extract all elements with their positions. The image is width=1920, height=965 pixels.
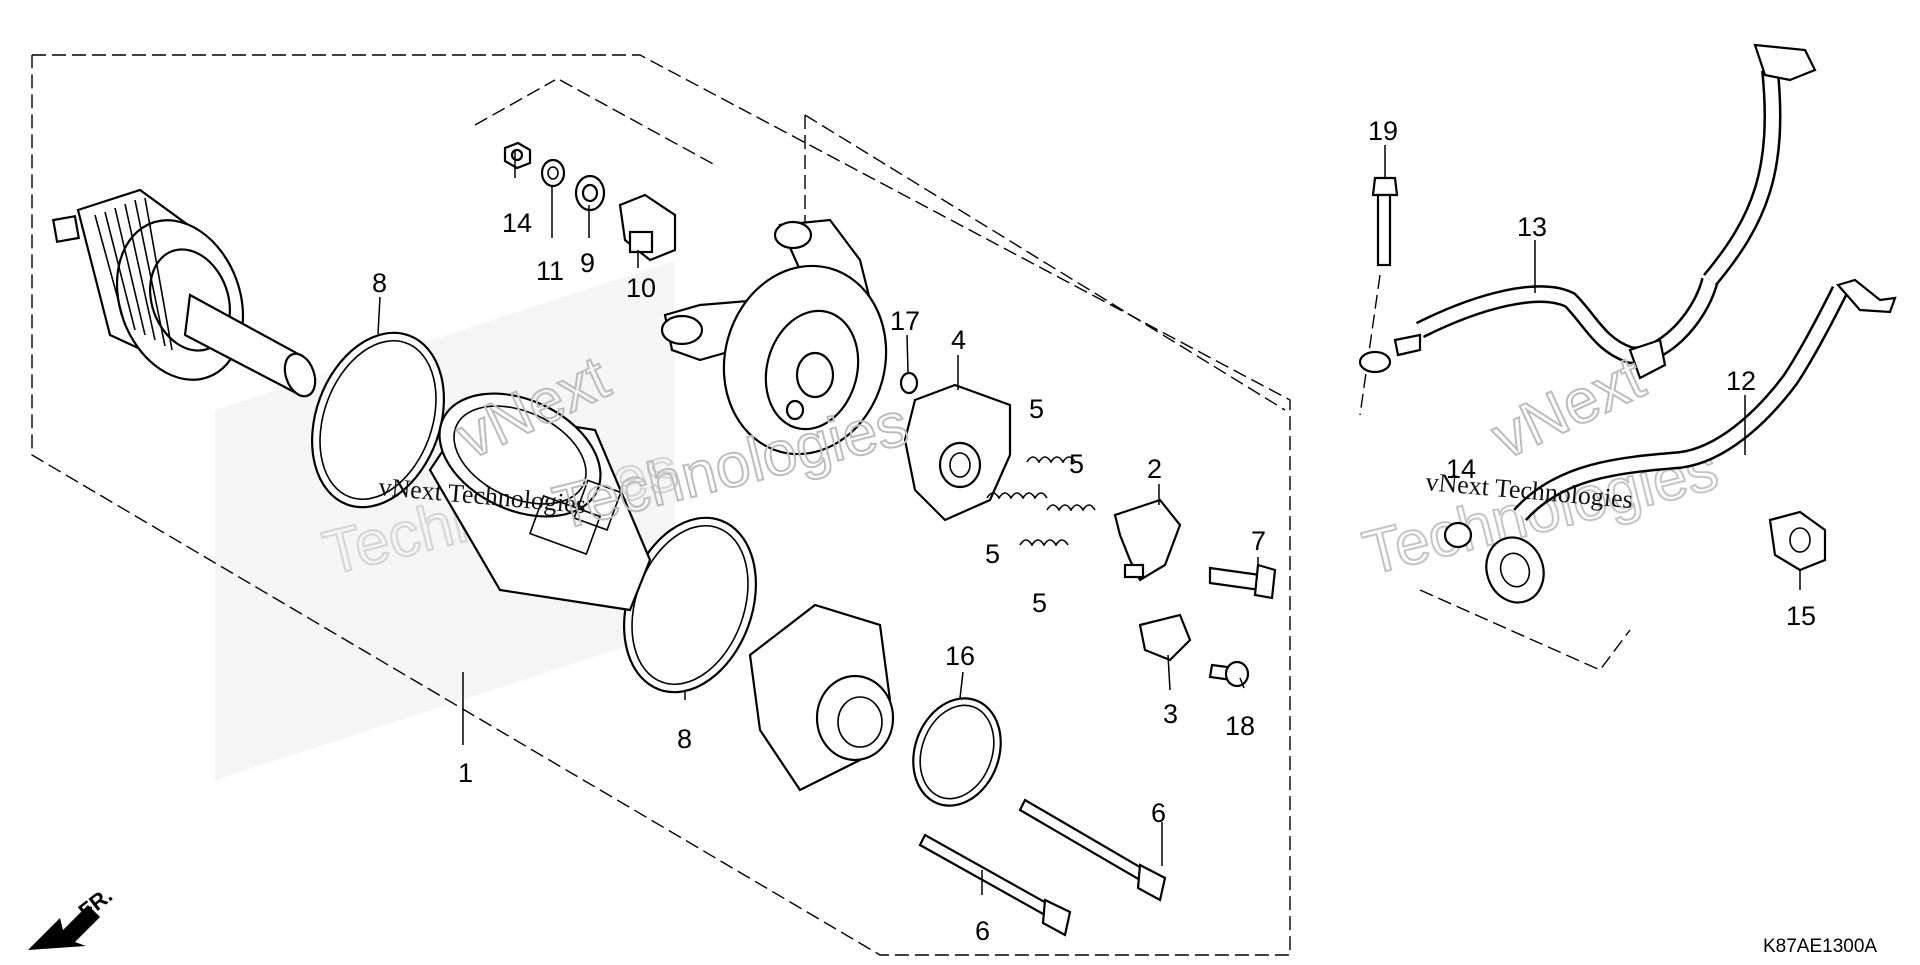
callout-8a: 8 xyxy=(372,268,387,298)
callout-5d: 5 xyxy=(1032,588,1047,618)
through-bolt-part xyxy=(918,798,1167,937)
bolt-part xyxy=(1371,176,1399,267)
callout-13: 13 xyxy=(1517,212,1547,242)
armature-part xyxy=(51,188,317,398)
callout-6b: 6 xyxy=(975,916,990,946)
callout-3: 3 xyxy=(1163,699,1178,729)
front-direction-arrow: FR. xyxy=(28,882,117,950)
callout-15: 15 xyxy=(1786,601,1816,631)
callout-11: 11 xyxy=(536,256,564,286)
callout-7: 7 xyxy=(1251,526,1266,556)
callout-18: 18 xyxy=(1225,711,1255,741)
front-bracket-part xyxy=(660,218,888,456)
callout-10: 10 xyxy=(626,273,656,303)
rear-cover-part xyxy=(748,603,1002,807)
seal-part xyxy=(899,371,919,395)
callout-6a: 6 xyxy=(1151,798,1166,828)
o-ring-part xyxy=(311,331,757,694)
callout-16: 16 xyxy=(945,641,975,671)
brush-holder-part xyxy=(903,383,1012,522)
callout-5a: 5 xyxy=(1029,394,1044,424)
leader-lines xyxy=(377,145,1801,895)
callout-9: 9 xyxy=(580,248,595,278)
grommet-part xyxy=(1768,510,1827,572)
callout-2: 2 xyxy=(1147,454,1162,484)
callout-19: 19 xyxy=(1368,116,1398,146)
callout-8b: 8 xyxy=(677,724,692,754)
callout-1: 1 xyxy=(458,758,473,788)
callout-14a: 14 xyxy=(502,208,532,238)
diagram-code: K87AE1300A xyxy=(1763,936,1877,957)
spring-part xyxy=(986,456,1096,547)
callout-12: 12 xyxy=(1726,366,1756,396)
yoke-part xyxy=(428,392,652,612)
brush-clip-part xyxy=(1113,498,1192,662)
cable-part-2 xyxy=(1443,278,1897,604)
callout-5b: 5 xyxy=(1069,449,1084,479)
terminal-hardware-part xyxy=(503,141,677,262)
callout-labels: 1 2 3 4 5 5 5 5 6 6 7 8 8 9 10 11 12 13 … xyxy=(372,116,1816,946)
callout-5c: 5 xyxy=(985,539,1000,569)
cable-part xyxy=(1358,43,1817,380)
callout-17: 17 xyxy=(890,306,920,336)
callout-4: 4 xyxy=(951,325,966,355)
callout-14b: 14 xyxy=(1446,454,1476,484)
screw-part xyxy=(1208,563,1277,688)
